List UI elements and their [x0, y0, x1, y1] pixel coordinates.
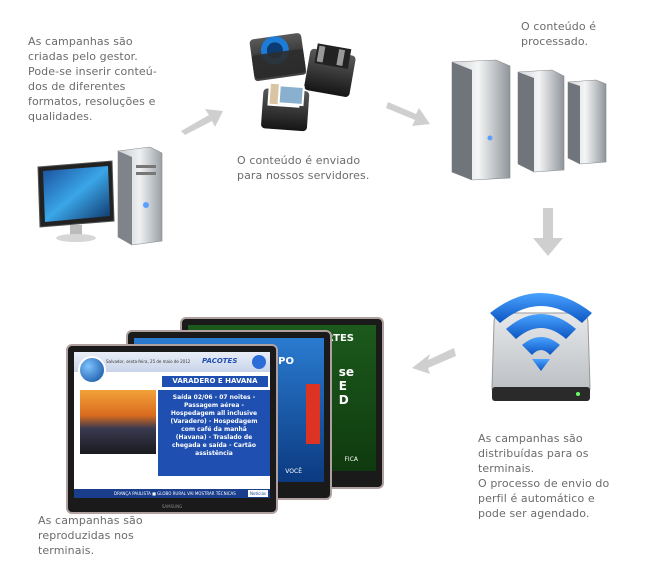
screen-bezel-brand: SAMSUNG	[161, 504, 183, 509]
caption-play: As campanhas são reproduzidas nos termin…	[38, 514, 143, 557]
display-back-header: RTES	[325, 333, 354, 344]
screen-photo	[80, 390, 156, 454]
caption-create: As campanhas são criadas pelo gestor. Po…	[28, 35, 157, 123]
display-middle-header: PO	[278, 356, 294, 367]
caption-process: O conteúdo é processado.	[521, 20, 597, 48]
screen-ticker: DRANÇA PAULISTA ■ GLOBO RURAL VAI MOSTRA…	[114, 491, 236, 496]
caption-upload: O conteúdo é enviado para nossos servido…	[237, 154, 370, 182]
sun-icon	[252, 355, 266, 369]
screen-ticker-tag: Notícias	[248, 490, 268, 497]
display-back-ticker: FICA	[344, 456, 358, 463]
screen-headline: VARADERO E HAVANA	[162, 376, 268, 387]
display-middle-ticker: VOCÊ	[285, 468, 302, 475]
arrow-down-icon	[531, 208, 565, 258]
wifi-device-icon	[486, 283, 596, 411]
display-back-lines: se E D	[338, 365, 354, 407]
screen-date: Salvador, sexta-feira, 25 de maio de 201…	[106, 359, 191, 364]
desktop-computer-icon	[36, 145, 166, 251]
arrow-right-1-icon	[179, 105, 225, 135]
caption-distribute: As campanhas são distribuídas para os te…	[478, 432, 610, 520]
display-front: Salvador, sexta-feira, 25 de maio de 201…	[66, 344, 278, 514]
screen-body: Saída 02/06 - 07 noites - Passagem aérea…	[158, 390, 270, 476]
servers-icon	[444, 58, 614, 186]
earth-logo-icon	[78, 356, 106, 384]
arrow-left-icon	[410, 342, 456, 376]
media-folders-icon	[248, 28, 358, 140]
screen-brand: PACOTES	[202, 357, 238, 365]
arrow-right-2-icon	[386, 96, 432, 128]
